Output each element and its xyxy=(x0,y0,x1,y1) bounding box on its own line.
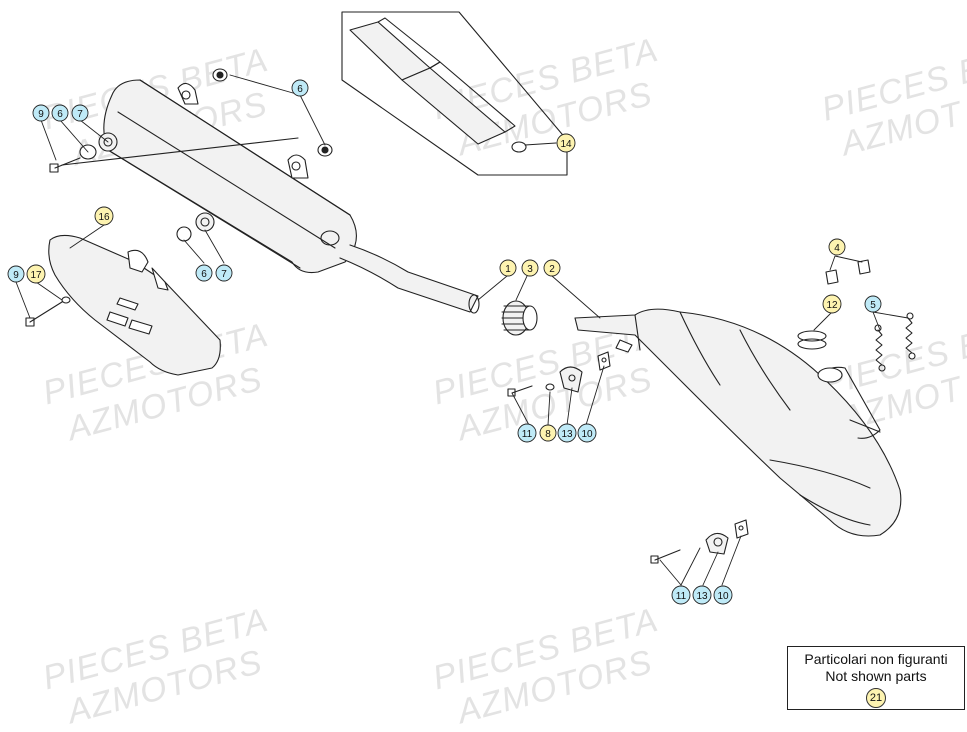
callout-14[interactable]: 14 xyxy=(556,133,576,153)
callout-9[interactable]: 9 xyxy=(32,104,50,122)
callout-label: 6 xyxy=(57,109,63,120)
callout-label: 6 xyxy=(297,84,303,95)
callout-16[interactable]: 16 xyxy=(94,206,114,226)
heat-shield xyxy=(25,234,221,376)
callout-label: 9 xyxy=(38,109,44,120)
coupler-rubber xyxy=(501,300,538,336)
callout-label: 11 xyxy=(522,429,533,440)
callout-label: 7 xyxy=(221,269,227,280)
callout-2[interactable]: 2 xyxy=(543,259,561,277)
callout-10[interactable]: 10 xyxy=(577,423,597,443)
callout-label: 17 xyxy=(30,270,42,281)
callout-label: 11 xyxy=(676,591,687,602)
callout-8[interactable]: 8 xyxy=(539,424,557,442)
callout-label: 13 xyxy=(561,429,573,440)
note-line-english: Not shown parts xyxy=(825,668,927,684)
callout-label: 9 xyxy=(13,270,19,281)
callout-4[interactable]: 4 xyxy=(828,238,846,256)
callout-label: 10 xyxy=(717,591,729,602)
callout-17[interactable]: 17 xyxy=(26,264,46,284)
callout-label: 4 xyxy=(834,243,840,254)
callout-label: 5 xyxy=(870,300,876,311)
callout-label: 7 xyxy=(77,109,83,120)
callout-6[interactable]: 6 xyxy=(195,264,213,282)
silencer-packing-inset xyxy=(341,11,568,176)
callout-label: 6 xyxy=(201,269,207,280)
springs-and-seals xyxy=(797,259,916,372)
callout-13[interactable]: 13 xyxy=(557,423,577,443)
lower-fasteners xyxy=(650,519,749,564)
callout-11[interactable]: 11 xyxy=(671,585,691,605)
callout-6[interactable]: 6 xyxy=(51,104,69,122)
exhaust-exploded-diagram: 9 6 7 6 14 16 9 17 xyxy=(7,11,916,605)
callout-label: 3 xyxy=(527,264,533,275)
callout-label: 8 xyxy=(545,429,551,440)
note-line-italian: Particolari non figuranti xyxy=(804,651,948,667)
callout-10[interactable]: 10 xyxy=(713,585,733,605)
callout-6[interactable]: 6 xyxy=(291,79,309,97)
callout-label: 10 xyxy=(581,429,593,440)
callout-12[interactable]: 12 xyxy=(822,294,842,314)
callout-label: 1 xyxy=(505,264,511,275)
not-shown-parts-note: Particolari non figuranti Not shown part… xyxy=(787,646,965,710)
callout-7[interactable]: 7 xyxy=(71,104,89,122)
callout-7[interactable]: 7 xyxy=(215,264,233,282)
callout-label: 14 xyxy=(560,139,572,150)
silencer xyxy=(103,79,480,314)
callout-21[interactable]: 21 xyxy=(866,688,886,708)
middle-fasteners xyxy=(507,351,611,397)
callout-3[interactable]: 3 xyxy=(521,259,539,277)
callout-label: 13 xyxy=(696,591,708,602)
callout-5[interactable]: 5 xyxy=(864,295,882,313)
callout-11[interactable]: 11 xyxy=(517,423,537,443)
callout-label: 2 xyxy=(549,264,555,275)
callout-9[interactable]: 9 xyxy=(7,265,25,283)
callout-13[interactable]: 13 xyxy=(692,585,712,605)
callout-1[interactable]: 1 xyxy=(499,259,517,277)
expansion-chamber xyxy=(574,308,902,537)
leader-lines xyxy=(15,74,909,586)
callout-label: 16 xyxy=(98,212,110,223)
callout-label: 12 xyxy=(826,300,838,311)
